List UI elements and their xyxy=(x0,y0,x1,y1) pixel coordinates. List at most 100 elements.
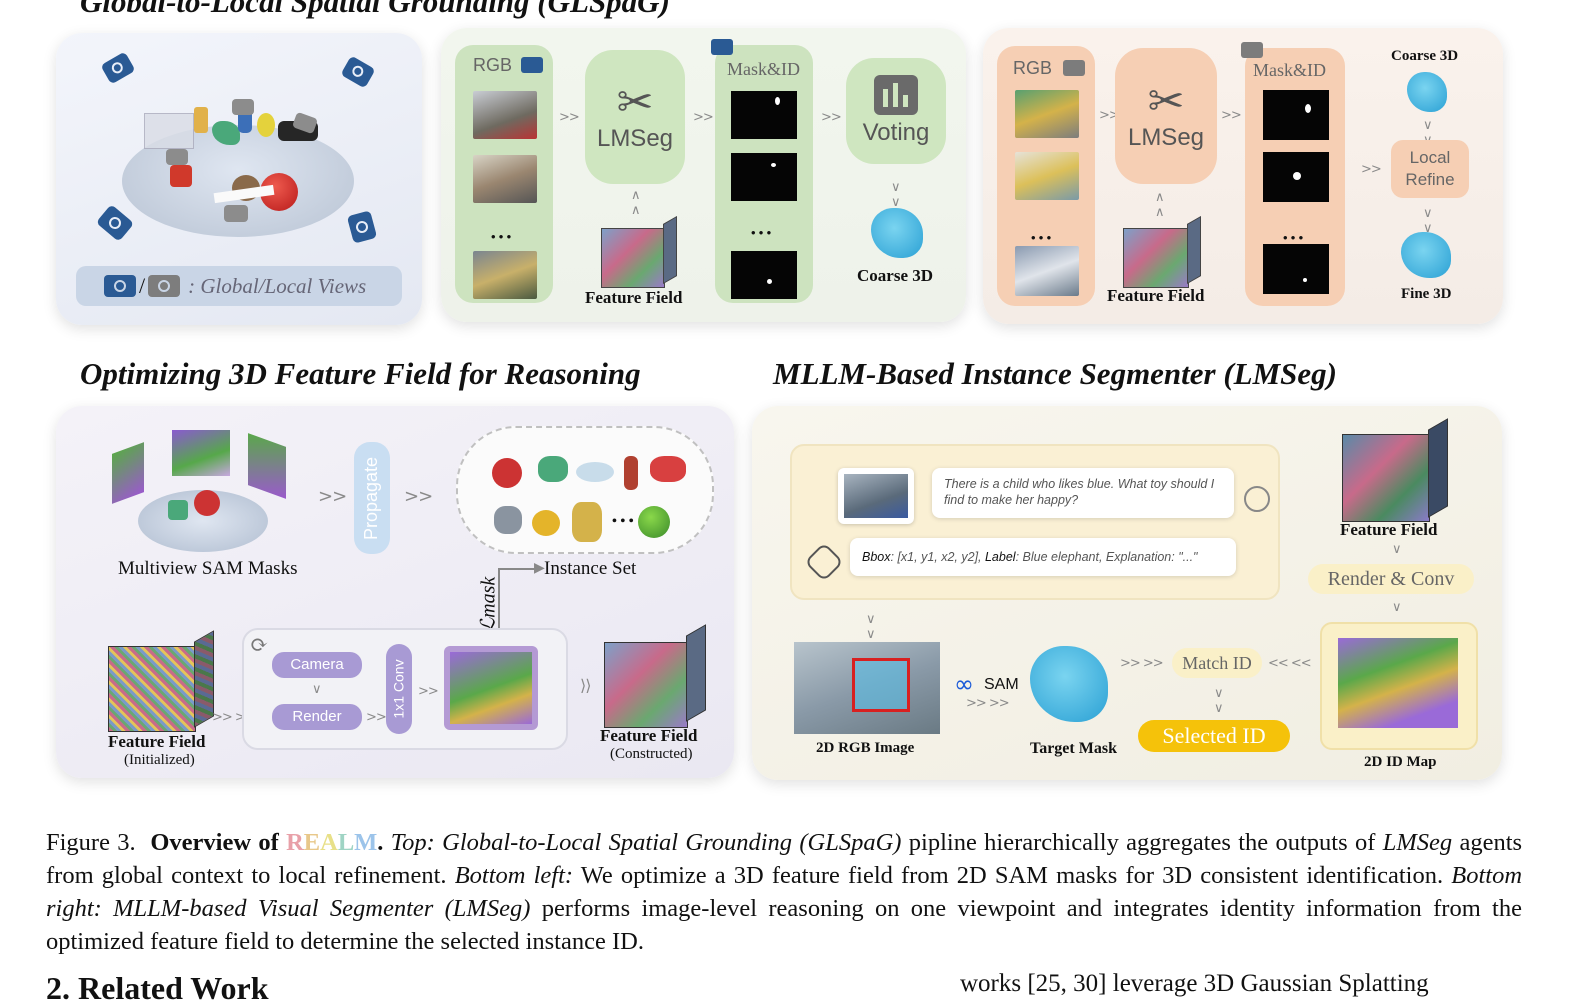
arrow: ∨ xyxy=(1392,542,1401,557)
sam-label: SAM xyxy=(984,676,1019,693)
feature-field-optimization-panel: Multiview SAM Masks >> Propagate >> • • … xyxy=(56,406,734,778)
blue-elephant-icon xyxy=(871,208,923,258)
rendered-id-map xyxy=(444,646,538,730)
rgb-image-label: 2D RGB Image xyxy=(816,740,915,756)
realm-letter: M xyxy=(354,829,378,856)
ellipsis: • • • xyxy=(751,225,772,240)
realm-letter: R xyxy=(286,829,304,856)
lmseg-label: LMSeg xyxy=(1127,124,1205,151)
bbox-key: Bbox xyxy=(862,550,891,564)
conv-label: 1x1 Conv xyxy=(391,659,407,719)
camera-icon xyxy=(521,57,543,73)
local-refine-block: Local Refine xyxy=(1391,140,1469,198)
arrow: >> xyxy=(318,486,347,507)
assistant-message: Bbox: [x1, y1, x2, y2], Label: Blue elep… xyxy=(850,538,1236,576)
voting-block: Voting xyxy=(846,58,946,164)
ellipsis: • • • xyxy=(612,514,634,529)
meta-icon: ∞ xyxy=(954,670,974,698)
propagate-label: Propagate xyxy=(361,456,382,540)
chat-box: There is a child who likes blue. What to… xyxy=(790,444,1280,600)
feature-field-label: Feature Field xyxy=(585,288,683,307)
arrow: << << xyxy=(1268,656,1312,671)
bar-chart-icon xyxy=(874,75,918,115)
local-refine-label: Local Refine xyxy=(1405,148,1455,189)
id-map-frame xyxy=(1320,622,1478,750)
camera-icon xyxy=(100,51,136,85)
multiview-scene xyxy=(112,430,348,552)
ellipsis: • • • xyxy=(1283,230,1304,245)
constructed-sub-label: (Constructed) xyxy=(610,746,693,762)
initialized-feature-field-cube xyxy=(108,630,214,732)
target-mask-label: Target Mask xyxy=(1030,740,1117,757)
feature-field-cube xyxy=(1342,418,1448,522)
render-pill: Render xyxy=(272,704,362,730)
blue-elephant-icon xyxy=(1407,72,1447,112)
target-bbox xyxy=(852,658,910,712)
id-map-label: 2D ID Map xyxy=(1364,754,1437,770)
camera-icon xyxy=(346,210,378,244)
feature-field-initialized-label: Feature Field xyxy=(108,732,206,751)
glspag-local-panel: RGB • • • >> ✂ LMSeg ∧∧ Feature Field >>… xyxy=(983,28,1503,324)
local-camera-icon xyxy=(148,275,181,297)
user-message: There is a child who likes blue. What to… xyxy=(932,468,1234,518)
top-section-title: Global-to-Local Spatial Grounding (GLSpa… xyxy=(80,0,670,19)
bottom-right-text: performs image-level reasoning on one vi… xyxy=(46,895,1522,955)
rgb-label: RGB xyxy=(1013,58,1053,78)
bottom-right-title: MLLM-Based Instance Segmenter (LMSeg) xyxy=(773,356,1338,391)
render-conv-pill: Render & Conv xyxy=(1308,564,1474,594)
top-italic: Global-to-Local Spatial Grounding (GLSpa… xyxy=(442,829,902,856)
user-icon xyxy=(1244,486,1270,512)
caption-text-2: agents from global context to local refi… xyxy=(46,829,1523,889)
arrow: >> xyxy=(559,110,580,125)
figure-number: Figure 3. xyxy=(46,829,136,856)
feature-field-label: Feature Field xyxy=(1340,520,1438,539)
arrow: >> xyxy=(1099,108,1120,123)
figure-caption: Figure 3. Overview of REALM. Top: Global… xyxy=(46,826,1522,958)
initialized-sub-label: (Initialized) xyxy=(124,752,195,768)
arrow: >> >> xyxy=(966,696,1010,711)
scissors-icon: ✂ xyxy=(1147,77,1185,126)
label-key: Label xyxy=(984,550,1016,564)
arrow: >> xyxy=(404,486,433,507)
arrow: ∨∨ xyxy=(1423,206,1432,236)
conv-block: 1x1 Conv xyxy=(386,644,412,734)
arrow: >> xyxy=(693,110,714,125)
arrow: ∨∨ xyxy=(891,180,900,210)
feature-field-label: Feature Field xyxy=(1107,286,1205,305)
render-pipeline-box: ⟳ Camera ∨ Render >> 1x1 Conv >> xyxy=(242,628,568,750)
loss-arrow xyxy=(498,568,500,634)
rgb-column: RGB • • • xyxy=(455,45,553,303)
rgb-image xyxy=(794,642,940,734)
ellipsis: • • • xyxy=(1031,230,1052,245)
camera-icon xyxy=(1063,60,1085,76)
scissors-icon: ✂ xyxy=(616,78,654,127)
arrow: >> xyxy=(821,110,842,125)
lmseg-italic: LMSeg xyxy=(1382,829,1453,856)
arrow: ⟩⟩ xyxy=(580,676,592,695)
realm-letter: L xyxy=(337,829,355,856)
bbox-value: : [x1, y1, x2, y2], xyxy=(890,550,985,564)
ellipsis: • • • xyxy=(491,229,512,244)
arrow: >> >> xyxy=(1120,656,1164,671)
arrow: >> xyxy=(418,684,439,699)
caption-period: . xyxy=(377,829,384,856)
target-mask-elephant xyxy=(1030,646,1108,722)
lmseg-block: ✂ LMSeg xyxy=(1115,48,1217,184)
chat-image xyxy=(838,468,914,524)
camera-pill: Camera xyxy=(272,652,362,678)
arrow: ∧∧ xyxy=(1155,190,1164,220)
views-legend-text: : Global/Local Views xyxy=(188,273,367,298)
coarse-3d-label: Coarse 3D xyxy=(1391,48,1459,64)
bottom-right-italic: MLLM-based Visual Segmenter (LMSeg) xyxy=(113,895,531,922)
bottom-left-text: We optimize a 3D feature field from 2D S… xyxy=(580,862,1444,889)
voting-label: Voting xyxy=(862,119,930,146)
bottom-left-title: Optimizing 3D Feature Field for Reasonin… xyxy=(80,356,641,391)
fine-3d-label: Fine 3D xyxy=(1401,286,1452,302)
arrow: >> xyxy=(1361,162,1382,177)
camera-icon xyxy=(711,39,733,55)
label-value: : Blue elephant, Explanation: "..." xyxy=(1015,550,1198,564)
arrow: ∨∨ xyxy=(866,612,875,642)
glspag-global-panel: RGB • • • >> ✂ LMSeg ∧∧ Feature Field >>… xyxy=(441,28,966,322)
local-camera-icon xyxy=(166,149,188,165)
arrow: >> xyxy=(366,710,387,725)
